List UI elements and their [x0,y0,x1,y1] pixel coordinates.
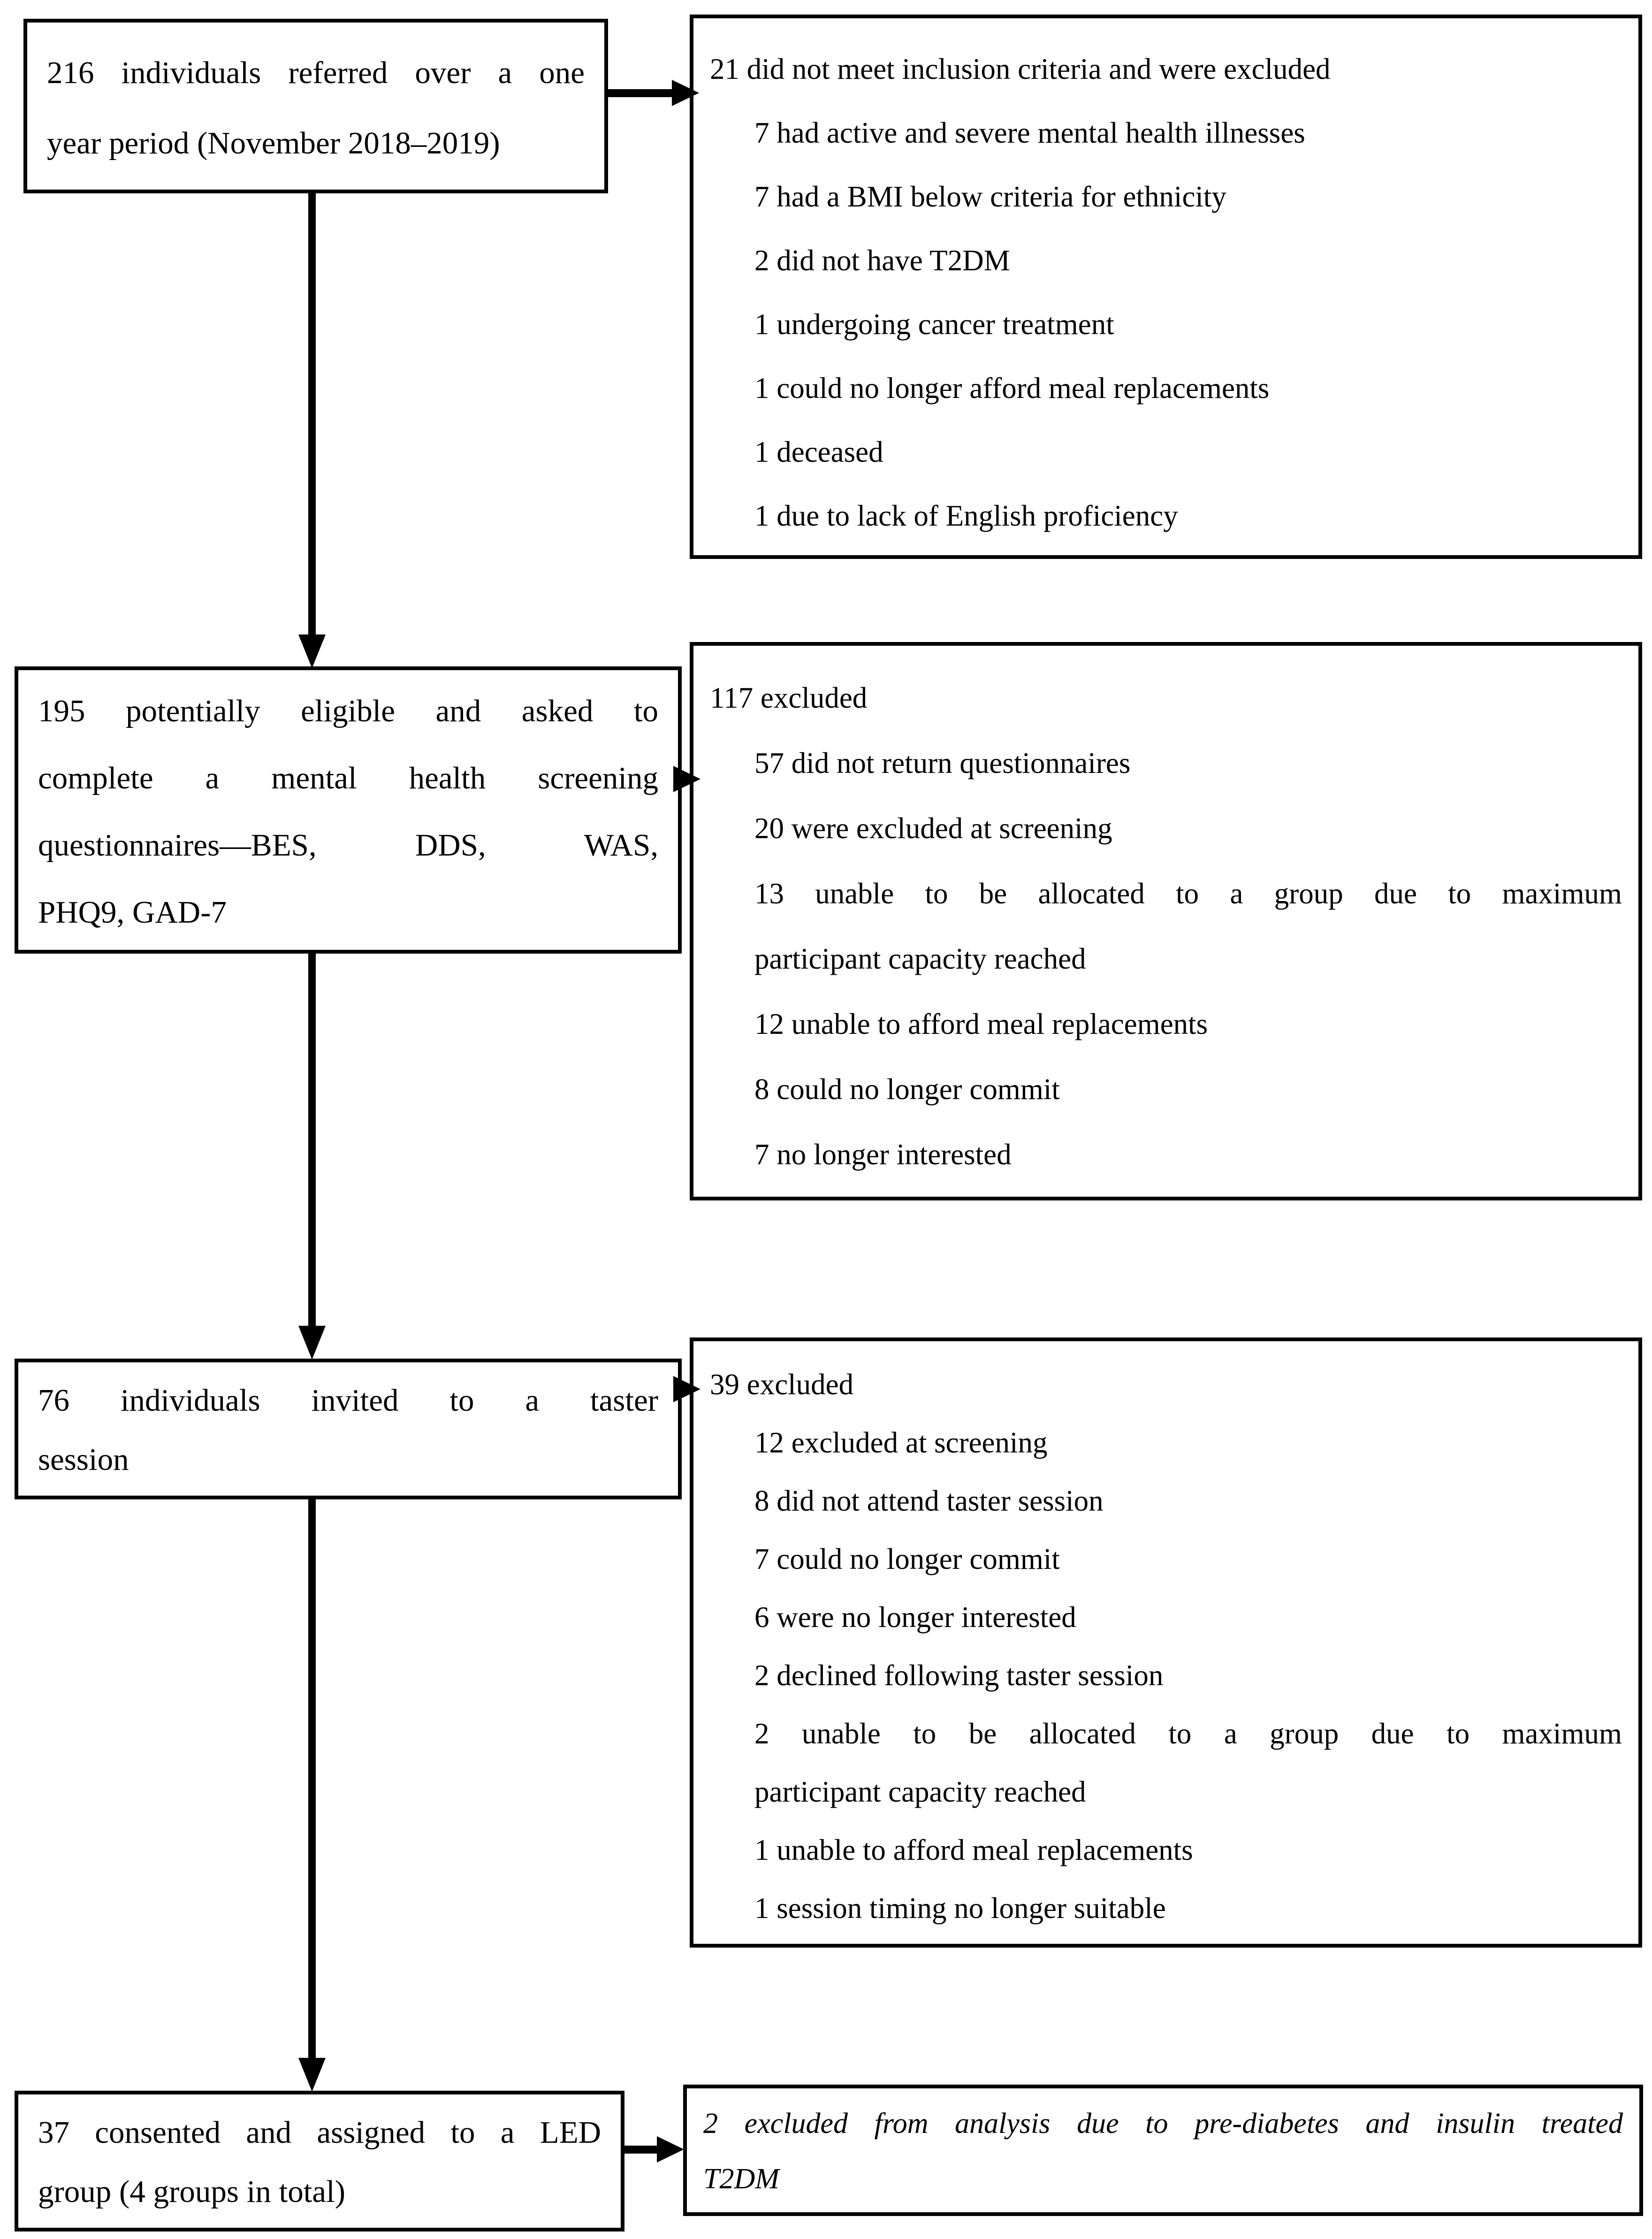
text-line: questionnaires—BES, DDS, WAS, [38,828,658,863]
text-line: 13 unable to be allocated to a group due… [754,877,1622,910]
box-excluded-from-analysis: 2 excluded from analysis due to pre-diab… [683,2085,1643,2216]
text-line: group (4 groups in total) [38,2174,346,2209]
text-line: T2DM [703,2163,779,2195]
text-line: 7 no longer interested [754,1138,1012,1171]
box-excluded-inclusion-criteria: 21 did not meet inclusion criteria and w… [690,15,1642,559]
text-line: 7 could no longer commit [754,1543,1060,1575]
box-excluded-inclusion-criteria-text: 21 did not meet inclusion criteria and w… [710,37,1622,548]
text-line: 1 undergoing cancer treatment [754,308,1114,341]
text-line: 57 did not return questionnaires [754,747,1131,779]
text-line: 6 were no longer interested [754,1601,1076,1634]
box-referred-text: 216 individuals referred over a one year … [47,38,585,178]
text-line: 216 individuals referred over a one [47,55,585,90]
text-line: 20 were excluded at screening [754,812,1112,845]
text-line: participant capacity reached [754,942,1086,975]
box-consented-text: 37 consented and assigned to a LED group … [38,2103,601,2221]
text-line: 1 deceased [754,436,883,468]
text-line: 1 due to lack of English proficiency [754,499,1178,532]
text-line: 2 unable to be allocated to a group due … [754,1717,1622,1750]
text-line: participant capacity reached [754,1775,1086,1808]
box-consented: 37 consented and assigned to a LED group … [15,2091,624,2231]
box-excluded-after-taster-text: 39 excluded 12 excluded at screening 8 did… [710,1355,1622,1937]
text-line: 37 consented and assigned to a LED [38,2115,601,2150]
box-excluded-at-screening: 117 excluded 57 did not return questionna… [690,642,1642,1200]
text-line: 7 had active and severe mental health il… [754,116,1305,149]
box-excluded-after-taster: 39 excluded 12 excluded at screening 8 did… [690,1337,1642,1948]
text-line: 8 did not attend taster session [754,1484,1104,1517]
text-line: 12 unable to afford meal replacements [754,1008,1208,1040]
text-line: 1 could no longer afford meal replacemen… [754,372,1270,405]
text-line: 21 did not meet inclusion criteria and w… [710,53,1331,85]
text-line: 195 potentially eligible and asked to [38,694,658,728]
text-line: year period (November 2018–2019) [47,126,500,160]
box-excluded-from-analysis-text: 2 excluded from analysis due to pre-diab… [703,2096,1623,2207]
text-line: 76 individuals invited to a taster [38,1383,658,1418]
text-line: 8 could no longer commit [754,1073,1060,1106]
box-taster-session-text: 76 individuals invited to a taster sessio… [38,1371,658,1489]
text-line: 2 declined following taster session [754,1659,1164,1692]
text-line: complete a mental health screening [38,761,658,795]
text-line: 1 session timing no longer suitable [754,1892,1166,1925]
text-line: session [38,1442,129,1477]
text-line: 39 excluded [710,1368,854,1401]
box-eligible-text: 195 potentially eligible and asked to com… [38,678,658,946]
box-excluded-at-screening-text: 117 excluded 57 did not return questionna… [710,665,1622,1187]
text-line: 1 unable to afford meal replacements [754,1834,1193,1866]
box-taster-session: 76 individuals invited to a taster sessio… [15,1359,682,1499]
text-line: 117 excluded [710,681,868,714]
text-line: PHQ9, GAD-7 [38,895,227,930]
box-referred: 216 individuals referred over a one year … [23,19,608,193]
box-eligible: 195 potentially eligible and asked to com… [15,666,682,954]
text-line: 12 excluded at screening [754,1426,1048,1459]
text-line: 2 did not have T2DM [754,244,1010,277]
text-line: 2 excluded from analysis due to pre-diab… [703,2108,1623,2140]
text-line: 7 had a BMI below criteria for ethnicity [754,180,1226,213]
